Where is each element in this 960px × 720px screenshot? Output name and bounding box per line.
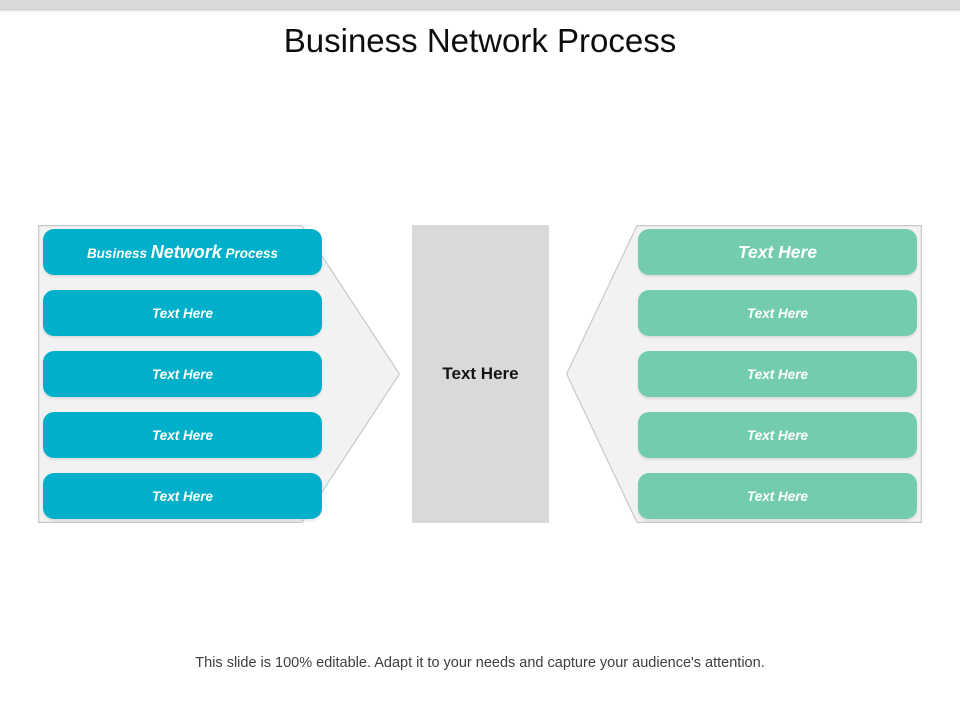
left-item-0[interactable]: Business Network Process (43, 229, 322, 275)
heading-segment-middle: Network (150, 241, 222, 262)
heading-segment-last: Process (225, 245, 279, 261)
left-item-3[interactable]: Text Here (43, 412, 322, 458)
top-chrome-divider (0, 9, 960, 12)
heading-segment-first: Business (86, 245, 147, 261)
left-item-0-label: Business Network Process (87, 242, 278, 263)
right-item-4[interactable]: Text Here (638, 473, 917, 519)
left-item-1[interactable]: Text Here (43, 290, 322, 336)
top-chrome-bar (0, 0, 960, 9)
page-title: Business Network Process (283, 22, 677, 59)
right-item-3[interactable]: Text Here (638, 412, 917, 458)
center-panel (412, 225, 549, 523)
left-item-2[interactable]: Text Here (43, 351, 322, 397)
right-item-2[interactable]: Text Here (638, 351, 917, 397)
right-item-1[interactable]: Text Here (638, 290, 917, 336)
right-item-0[interactable]: Text Here (638, 229, 917, 275)
footer-caption: This slide is 100% editable. Adapt it to… (195, 655, 765, 671)
center-panel-label[interactable]: Text Here (442, 364, 519, 383)
left-item-4[interactable]: Text Here (43, 473, 322, 519)
process-diagram: Business Network Process Text Here Text … (0, 222, 960, 524)
